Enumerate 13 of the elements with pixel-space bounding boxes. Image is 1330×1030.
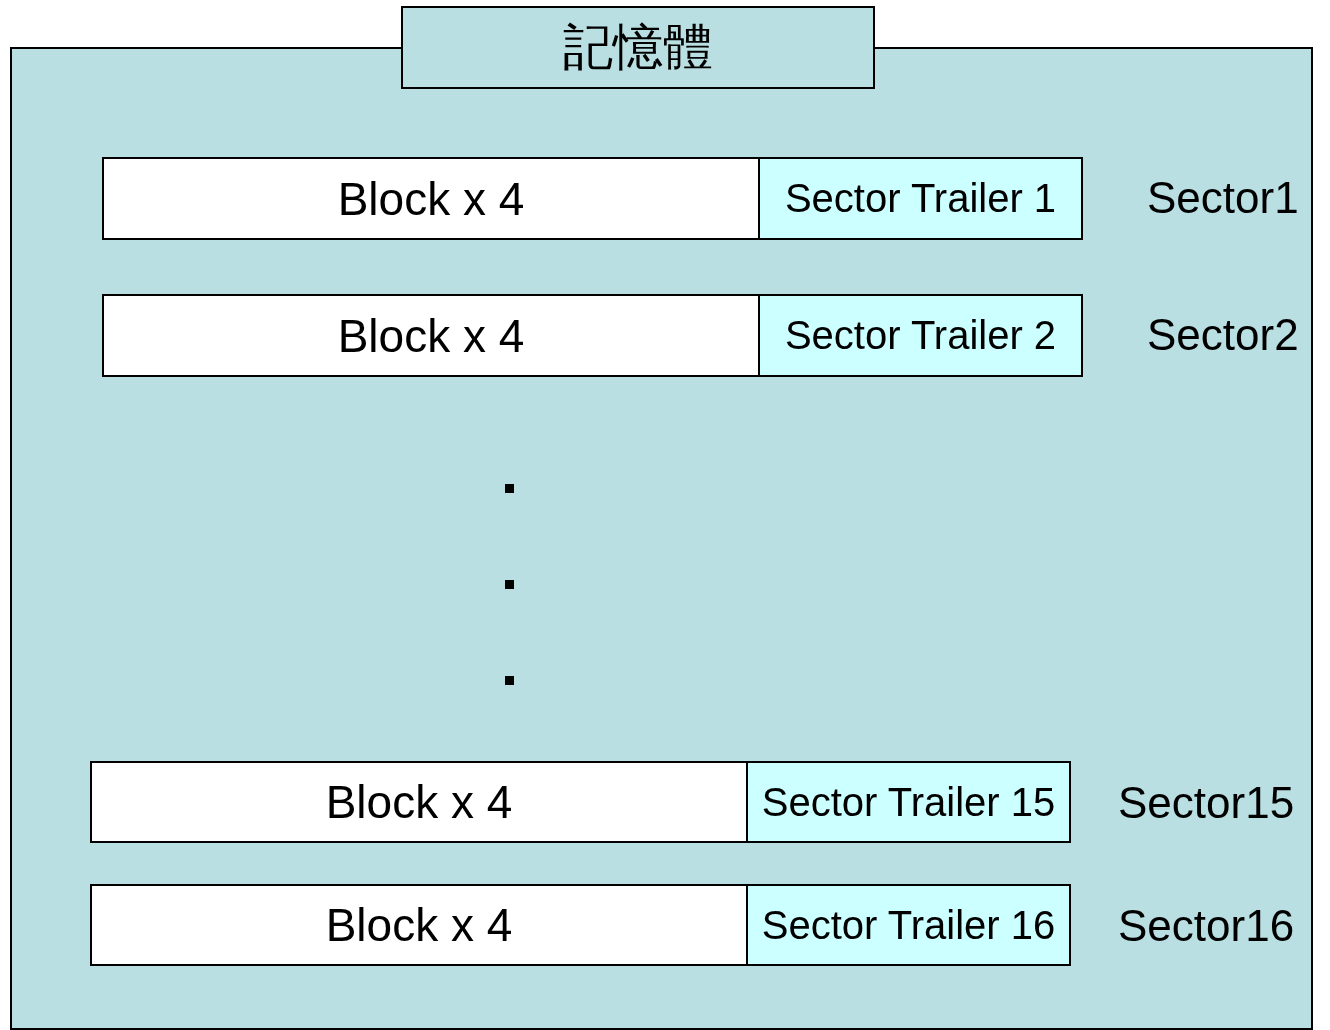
sector-label: Sector2	[1147, 313, 1299, 357]
sector-label: Sector15	[1118, 781, 1295, 825]
title-box: 記憶體	[401, 6, 875, 89]
trailer-box: Sector Trailer 16	[746, 884, 1071, 966]
block-box: Block x 4	[90, 761, 748, 843]
block-box: Block x 4	[102, 294, 760, 377]
sector-label: Sector1	[1147, 176, 1299, 220]
block-box: Block x 4	[90, 884, 748, 966]
sector-label: Sector16	[1118, 904, 1295, 948]
trailer-box: Sector Trailer 15	[746, 761, 1071, 843]
block-box: Block x 4	[102, 157, 760, 240]
trailer-box: Sector Trailer 1	[758, 157, 1083, 240]
trailer-box: Sector Trailer 2	[758, 294, 1083, 377]
